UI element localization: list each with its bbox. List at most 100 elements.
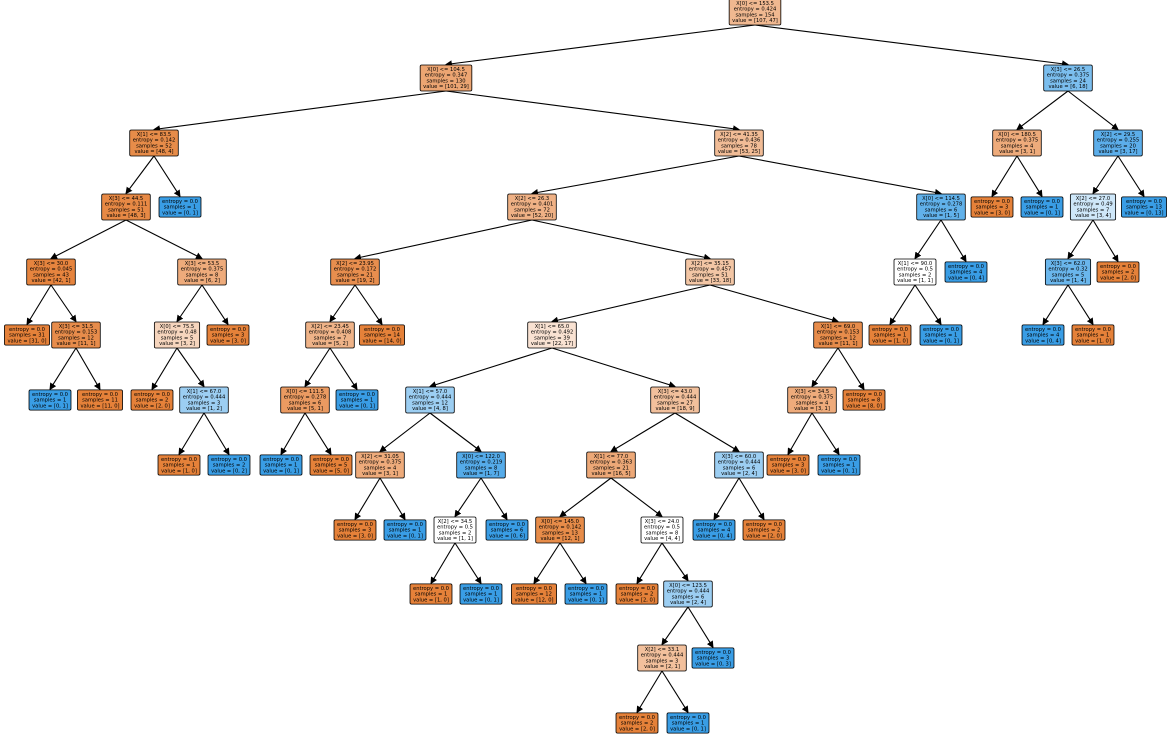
- tree-edge-n19-n25: [354, 284, 383, 326]
- node-text-line: entropy = 0.0: [770, 457, 806, 463]
- tree-edge-n19-n20: [329, 284, 356, 323]
- node-text-line: value = [11, 1]: [818, 341, 857, 347]
- node-box: [1044, 258, 1092, 286]
- node-box: [766, 454, 810, 476]
- node-text-line: samples = 6: [925, 207, 958, 213]
- tree-edge-n57-n58: [914, 219, 942, 260]
- node-text-line: value = [5, 2]: [312, 341, 348, 347]
- node-text-line: samples = 5: [315, 463, 348, 469]
- node-text-line: value = [16, 5]: [591, 471, 630, 477]
- tree-edge-n33-n34: [430, 542, 456, 585]
- tree-edge-n39-n41: [559, 542, 587, 585]
- tree-edge-n3-n9: [125, 219, 203, 259]
- node-box: [456, 451, 506, 479]
- node-text-line: value = [3, 0]: [974, 210, 1010, 216]
- tree-edge-n33-n35: [454, 542, 482, 585]
- tree-edge-n3-n4: [50, 219, 127, 259]
- node-text-line: value = [22, 17]: [531, 341, 573, 347]
- node-text-line: entropy = 0.0: [1075, 327, 1111, 333]
- node-text-line: value = [101, 29]: [423, 84, 469, 90]
- node-text-line: samples = 1: [341, 398, 374, 404]
- node-text-line: entropy = 0.0: [670, 715, 706, 721]
- node-text-line: samples = 2: [136, 398, 169, 404]
- node-text-line: entropy = 0.5: [644, 525, 680, 531]
- node-box: [51, 321, 101, 349]
- node-text-line: value = [2, 4]: [670, 600, 706, 606]
- node-box: [586, 451, 636, 479]
- node-text-line: entropy = 0.32: [1048, 267, 1087, 273]
- node-box: [868, 324, 912, 346]
- node-text-line: value = [4, 8]: [412, 406, 448, 412]
- node-box: [787, 386, 837, 414]
- tree-edge-n6-n7: [49, 347, 77, 391]
- node-box: [335, 389, 379, 411]
- node-text-line: entropy = 0.0: [82, 392, 118, 398]
- tree-edge-n32-n36: [480, 477, 508, 521]
- node-text-line: samples = 31: [9, 333, 45, 339]
- node-text-line: entropy = 0.444: [718, 460, 761, 466]
- node-box: [916, 193, 966, 221]
- tree-edge-n44-n48: [687, 606, 714, 649]
- node-text-line: entropy = 0.0: [846, 392, 882, 398]
- node-text-line: entropy = 0.0: [974, 199, 1010, 205]
- tree-edge-n12-n13: [178, 412, 205, 456]
- node-text-line: X[3] <= 62.0: [1051, 261, 1085, 267]
- node-text-line: value = [0, 1]: [463, 597, 499, 603]
- node-box: [615, 583, 659, 605]
- node-text-line: samples = 1: [265, 463, 298, 469]
- node-text-line: samples = 3: [188, 400, 221, 406]
- node-text-line: entropy = 0.401: [511, 202, 554, 208]
- node-text-line: samples = 2: [748, 528, 781, 534]
- node-text-line: X[2] <= 31.05: [361, 454, 399, 460]
- tree-edge-n62-n63: [1016, 90, 1069, 131]
- node-text-line: entropy = 0.0: [695, 650, 731, 656]
- node-box: [459, 583, 503, 605]
- node-text-line: entropy = 0.0: [387, 522, 423, 528]
- node-text-line: X[1] <= 69.0: [821, 324, 855, 330]
- node-text-line: value = [8, 0]: [846, 403, 882, 409]
- node-box: [355, 451, 405, 479]
- node-text-line: X[0] <= 122.0: [462, 454, 500, 460]
- tree-edge-n58-n59: [889, 284, 916, 326]
- tree-edge-n0-n62: [754, 24, 1069, 68]
- node-text-line: samples = 6: [723, 465, 756, 471]
- node-text-line: X[1] <= 57.0: [413, 389, 447, 395]
- node-text-line: samples = 20: [1100, 143, 1136, 149]
- node-text-line: entropy = 0.48: [157, 330, 196, 336]
- node-text-line: samples = 6: [491, 528, 524, 534]
- node-text-line: value = [1, 0]: [413, 597, 449, 603]
- node-text-line: entropy = 0.444: [183, 395, 226, 401]
- tree-edge-n6-n8: [75, 347, 101, 391]
- node-text-line: samples = 1: [1026, 205, 1059, 211]
- node-text-line: entropy = 0.375: [181, 267, 224, 273]
- node-text-line: X[2] <= 34.5: [438, 519, 472, 525]
- tree-edge-n28-n29: [379, 412, 431, 453]
- node-text-line: X[1] <= 65.0: [535, 324, 569, 330]
- node-box: [1093, 129, 1143, 157]
- tree-edge-n42-n44: [661, 542, 689, 582]
- node-text-line: value = [2, 1]: [644, 664, 680, 670]
- node-box: [637, 644, 687, 672]
- tree-edge-n63-n65: [1016, 155, 1043, 198]
- node-box: [728, 0, 782, 26]
- node-box: [919, 324, 963, 346]
- node-box: [1096, 261, 1140, 283]
- node-text-line: entropy = 0.153: [55, 330, 98, 336]
- node-text-line: entropy = 0.0: [339, 392, 375, 398]
- tree-edge-n66-n67: [1092, 155, 1119, 195]
